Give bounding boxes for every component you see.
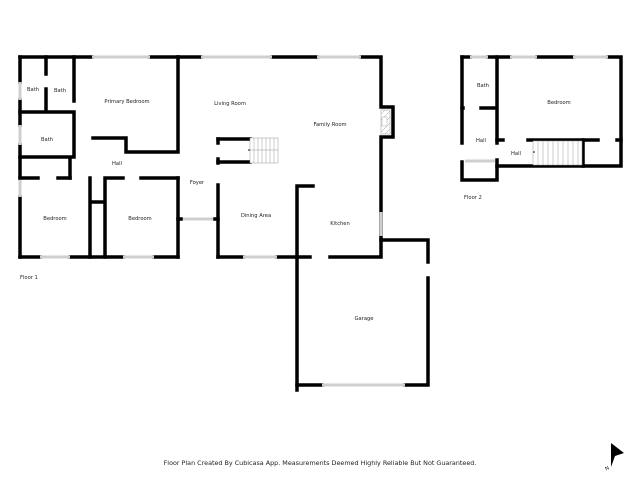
room-label: Hall xyxy=(476,138,486,144)
room-label: Hall xyxy=(511,151,521,157)
room-label: Garage xyxy=(355,316,374,322)
room-label: Bedroom xyxy=(43,216,66,222)
room-label: Bath xyxy=(27,87,39,93)
compass-label: N xyxy=(604,465,610,472)
room-label: Bath xyxy=(477,83,489,89)
room-label: Bedroom xyxy=(128,216,151,222)
floor-1-plan: Bath Bath Bath Primary Bedroom Hall Bedr… xyxy=(18,55,430,392)
room-label: Family Room xyxy=(313,122,346,128)
footer-disclaimer: Floor Plan Created By Cubicasa App. Meas… xyxy=(163,459,477,467)
room-label: Foyer xyxy=(190,180,205,186)
north-arrow-icon xyxy=(611,443,624,467)
room-label: Living Room xyxy=(214,101,246,107)
room-label: Hall xyxy=(112,161,122,167)
floor-2-plan: Bath Bedroom Hall Hall Floor 2 xyxy=(460,55,623,201)
floor-2-label: Floor 2 xyxy=(464,195,482,201)
room-label: Primary Bedroom xyxy=(104,99,149,105)
compass: N xyxy=(604,443,624,472)
room-label: Bath xyxy=(54,88,66,94)
room-label: Dining Area xyxy=(241,213,271,219)
floor-1-label: Floor 1 xyxy=(20,275,38,281)
room-label: Bath xyxy=(41,137,53,143)
room-label: Kitchen xyxy=(330,221,350,227)
room-label: Bedroom xyxy=(547,100,570,106)
